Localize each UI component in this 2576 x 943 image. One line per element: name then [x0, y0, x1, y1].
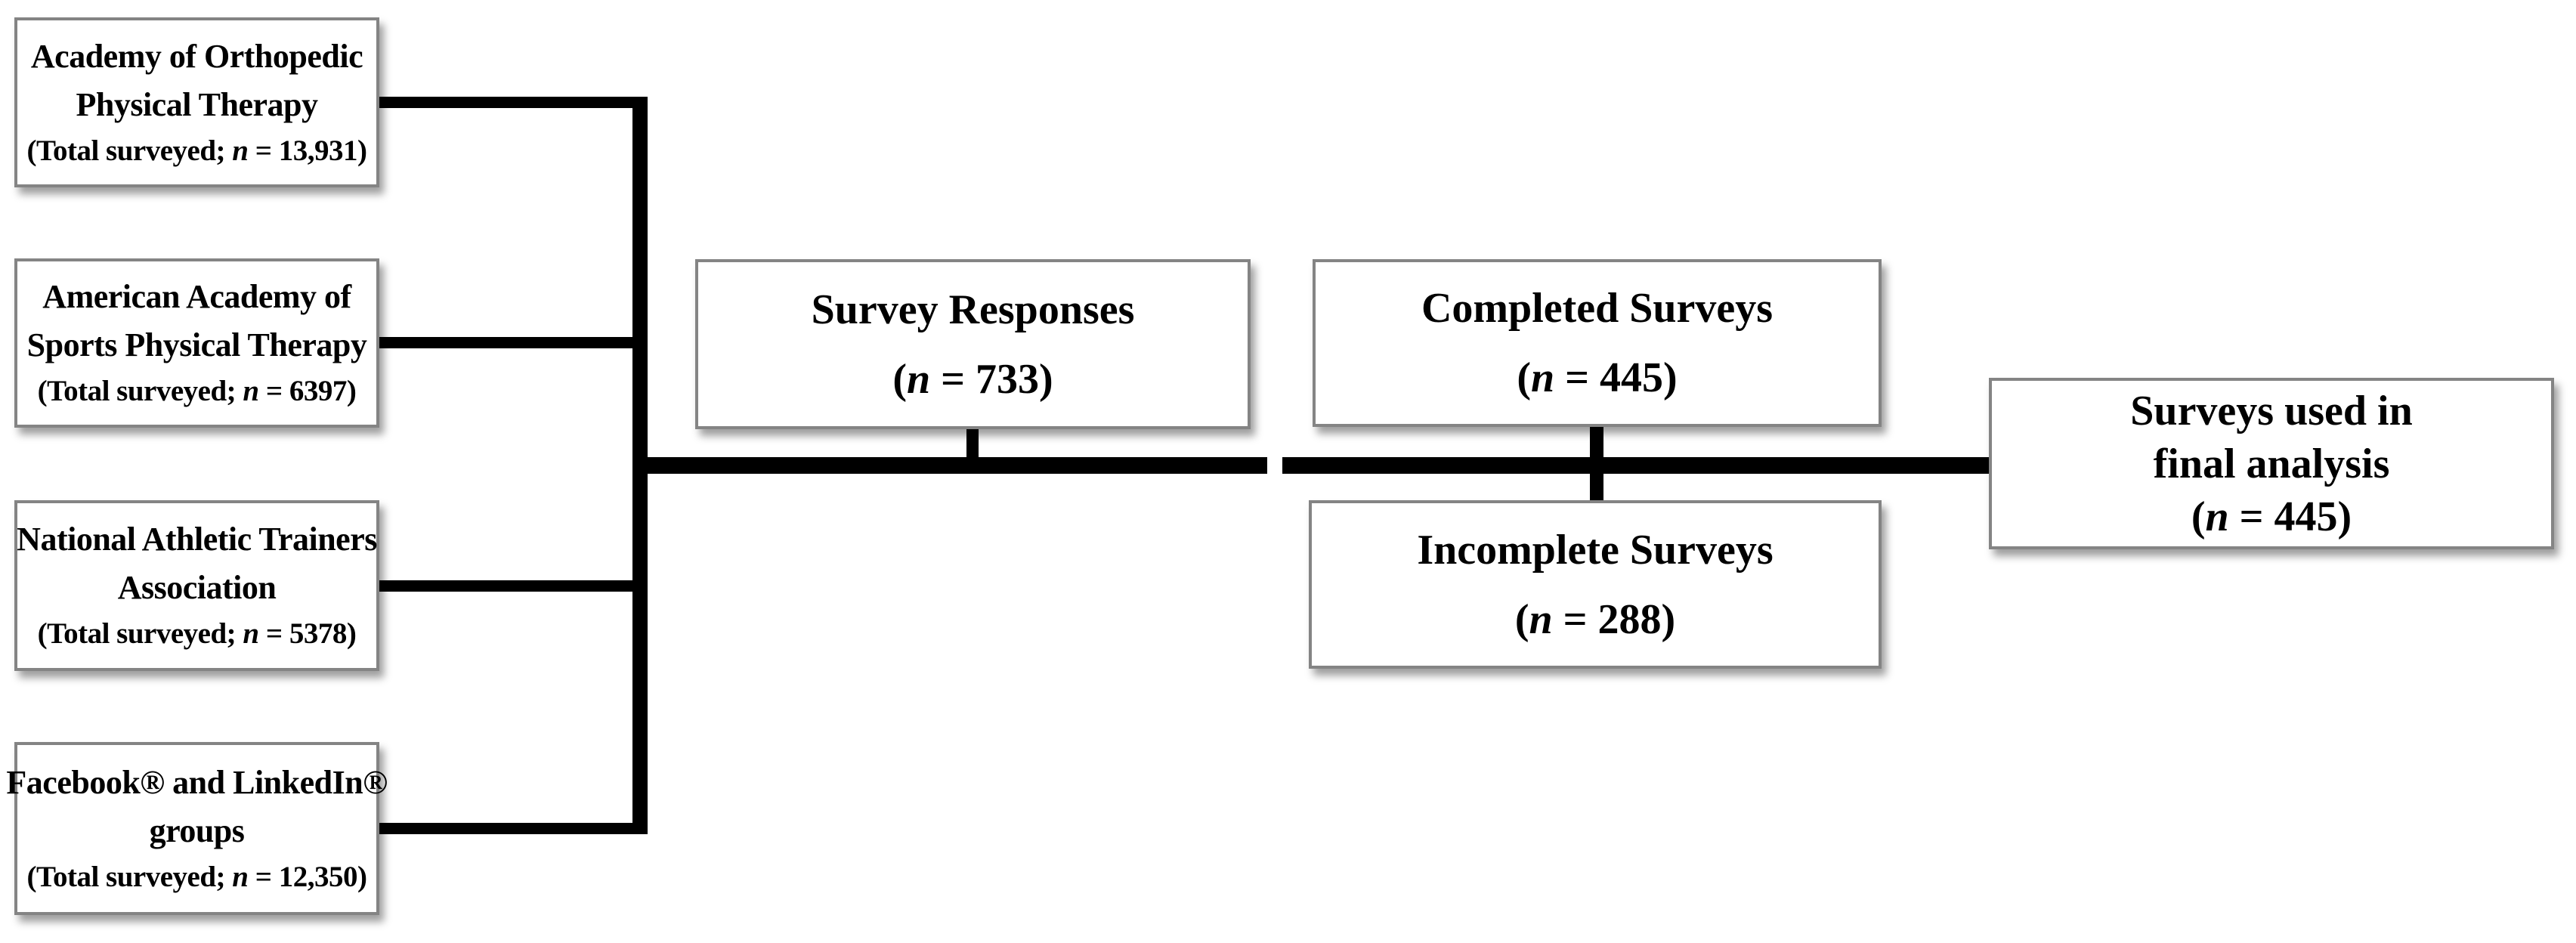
count-n-symbol: n: [1530, 354, 1555, 401]
node-count: (Total surveyed; n = 13,931): [27, 129, 367, 173]
count-n-symbol: n: [2205, 493, 2229, 540]
count-suffix: = 445): [2228, 493, 2352, 540]
count-n-symbol: n: [1529, 595, 1553, 643]
count-prefix: (Total surveyed;: [26, 134, 233, 167]
node-count: (n = 445): [1517, 343, 1677, 413]
node-title-line: Survey Responses: [811, 286, 1135, 333]
node-title-line: Facebook® and LinkedIn®: [6, 763, 388, 801]
count-suffix: = 733): [930, 355, 1053, 403]
node-title-line: Academy of Orthopedic: [30, 37, 363, 75]
count-suffix: = 12,350): [248, 860, 367, 893]
node-surveys-used-in-final-analysis: Surveys used in final analysis (n = 445): [1989, 378, 2554, 549]
node-title-line: groups: [149, 812, 245, 849]
connector-main-line-left: [632, 457, 1267, 474]
node-count: (n = 288): [1515, 585, 1675, 654]
connector-main-line-right: [1282, 457, 1989, 474]
count-n-symbol: n: [232, 860, 249, 893]
count-prefix: (Total surveyed;: [37, 617, 243, 650]
count-prefix: (Total surveyed;: [37, 375, 243, 407]
node-title-line: Incomplete Surveys: [1417, 526, 1774, 574]
count-prefix: (: [1514, 595, 1529, 643]
count-n-symbol: n: [906, 355, 931, 403]
count-prefix: (: [892, 355, 907, 403]
connector-stub-athletic-trainers: [378, 580, 648, 592]
node-title-line: final analysis: [2153, 440, 2390, 487]
node-academy-of-orthopedic-physical-therapy: Academy of Orthopedic Physical Therapy (…: [14, 17, 379, 187]
node-survey-responses: Survey Responses (n = 733): [695, 259, 1251, 429]
count-prefix: (: [1517, 354, 1531, 401]
node-american-academy-of-sports-physical-therapy: American Academy of Sports Physical Ther…: [14, 258, 379, 428]
node-title-line: Sports Physical Therapy: [26, 326, 367, 363]
node-title-line: American Academy of: [42, 278, 351, 315]
count-n-symbol: n: [243, 617, 259, 650]
node-title-line: National Athletic Trainers: [17, 521, 377, 558]
node-title-line: Completed Surveys: [1421, 285, 1774, 332]
count-suffix: = 6397): [258, 375, 357, 407]
count-suffix: = 445): [1554, 354, 1678, 401]
connector-stub-facebook-linkedin: [378, 823, 648, 834]
count-suffix: = 5378): [258, 617, 357, 650]
connector-stub-sports-physical-therapy: [378, 337, 648, 348]
count-n-symbol: n: [243, 375, 259, 407]
count-prefix: (Total surveyed;: [26, 860, 233, 893]
node-count: (Total surveyed; n = 5378): [38, 612, 357, 656]
connector-responses-stub: [966, 428, 979, 474]
node-count: (Total surveyed; n = 6397): [38, 369, 357, 413]
node-national-athletic-trainers-association: National Athletic Trainers Association (…: [14, 500, 379, 671]
node-count: (n = 733): [892, 345, 1053, 414]
node-title-line: Surveys used in: [2130, 387, 2413, 434]
count-suffix: = 288): [1552, 595, 1676, 643]
node-incomplete-surveys: Incomplete Surveys (n = 288): [1309, 500, 1882, 669]
connector-completed-incomplete-stub: [1590, 425, 1603, 502]
node-title-line: Association: [117, 569, 277, 606]
node-title-line: Physical Therapy: [76, 85, 318, 123]
count-prefix: (: [2191, 493, 2206, 540]
node-facebook-and-linkedin-groups: Facebook® and LinkedIn® groups (Total su…: [6, 742, 388, 915]
node-count: (Total surveyed; n = 12,350): [27, 855, 367, 899]
count-suffix: = 13,931): [248, 134, 367, 167]
node-count: (n = 445): [2191, 490, 2352, 543]
node-completed-surveys: Completed Surveys (n = 445): [1313, 259, 1882, 427]
connector-stub-academy-orthopedic: [378, 97, 648, 108]
count-n-symbol: n: [232, 134, 249, 167]
